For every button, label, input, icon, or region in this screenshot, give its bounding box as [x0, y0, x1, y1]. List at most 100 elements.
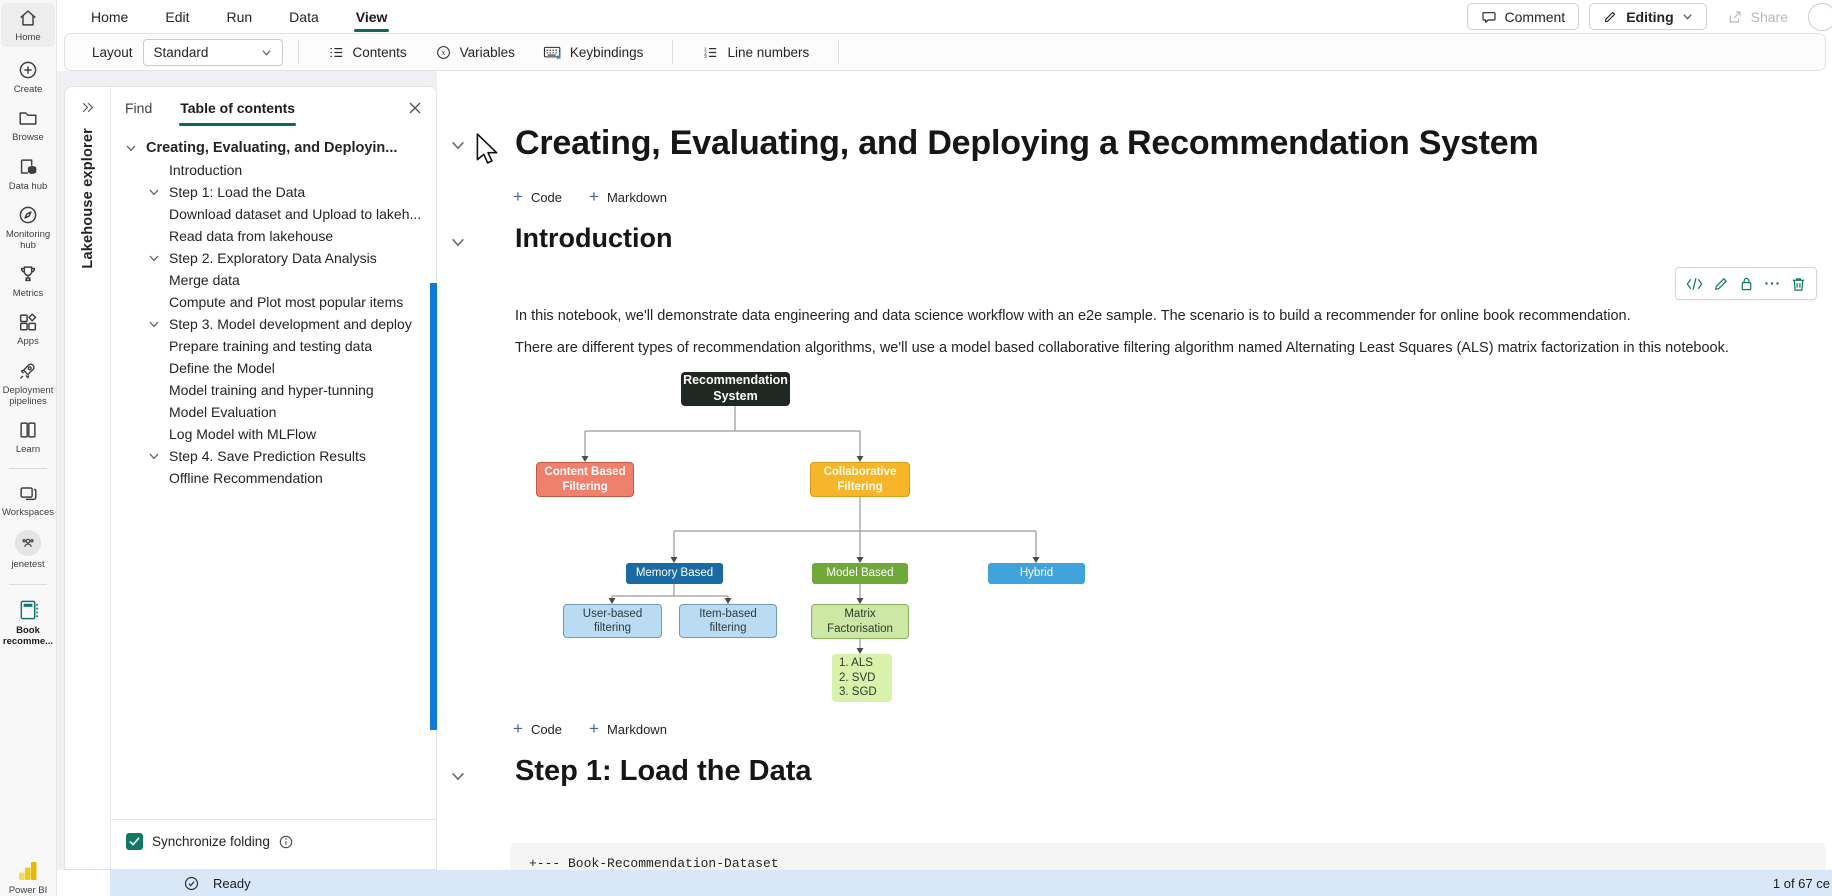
node-item-based-filtering: Item-based filtering	[679, 604, 777, 638]
home-icon	[17, 7, 39, 29]
double-chevron-right-icon[interactable]	[79, 99, 96, 116]
rail-item-learn[interactable]: Learn	[1, 419, 55, 455]
editing-mode-button[interactable]: Editing	[1589, 3, 1707, 30]
rail-item-deployment-pipelines[interactable]: Deployment pipelines	[1, 360, 55, 407]
node-model-based: Model Based	[812, 563, 908, 584]
menu-item-view[interactable]: View	[353, 0, 390, 33]
rail-item-label: Metrics	[12, 288, 44, 300]
toc-item[interactable]: Download dataset and Upload to lakeh...	[169, 206, 422, 222]
toc-footer: Synchronize folding	[111, 819, 436, 863]
chevron-down-icon[interactable]	[148, 450, 169, 462]
add-code-button[interactable]: +Code	[513, 719, 563, 738]
flowchart-connectors	[581, 406, 1040, 654]
rail-divider	[9, 468, 47, 470]
share-icon	[1727, 9, 1743, 25]
svg-text:1: 1	[705, 46, 708, 51]
plus-icon: +	[589, 719, 599, 738]
menu-item-run[interactable]: Run	[226, 8, 253, 25]
chevron-down-icon[interactable]	[125, 142, 146, 154]
toc-item[interactable]: Creating, Evaluating, and Deployin...	[111, 137, 436, 159]
node-matrix-factorisation: Matrix Factorisation	[811, 604, 909, 639]
pencil-icon[interactable]	[1714, 276, 1729, 291]
toc-item[interactable]: Step 1: Load the Data	[111, 181, 436, 203]
rail-footer-label: Power BI	[8, 884, 48, 896]
synchronize-folding-checkbox[interactable]	[126, 833, 143, 850]
rail-item-metrics[interactable]: Metrics	[1, 263, 55, 299]
info-icon[interactable]	[279, 835, 293, 849]
lock-icon[interactable]	[1739, 276, 1754, 292]
rail-item-create[interactable]: Create	[1, 59, 55, 95]
code-icon[interactable]	[1686, 277, 1703, 291]
collapse-section-chevron-icon[interactable]	[447, 768, 469, 784]
rail-item-jenetest[interactable]: jenetest	[1, 530, 55, 570]
rail-item-label: Browse	[12, 132, 44, 144]
svg-text:x: x	[441, 48, 446, 57]
toolbar-separator	[838, 40, 840, 64]
toc-item[interactable]: Prepare training and testing data	[169, 338, 373, 354]
trash-icon[interactable]	[1791, 276, 1806, 292]
status-ready-label: Ready	[213, 875, 251, 891]
toc-item[interactable]: Step 2. Exploratory Data Analysis	[111, 247, 436, 269]
rail-divider	[9, 583, 47, 585]
menu-items: Home Edit Run Data View	[57, 0, 390, 33]
toc-item[interactable]: Step 3. Model development and deploy	[111, 313, 436, 335]
comment-label: Comment	[1504, 8, 1566, 25]
menu-item-edit[interactable]: Edit	[165, 8, 190, 25]
chevron-down-icon[interactable]	[148, 318, 169, 330]
toc-item[interactable]: Model training and hyper-tunning	[169, 382, 374, 398]
menu-item-home[interactable]: Home	[91, 8, 129, 25]
toc-tabs: Find Table of contents	[111, 87, 436, 129]
rail-item-workspaces[interactable]: Workspaces	[1, 482, 55, 518]
contents-button[interactable]: Contents	[328, 44, 407, 61]
recommendation-flowchart: Recommendation System Content Based Filt…	[530, 367, 1100, 712]
toolbar-separator	[672, 40, 674, 64]
ellipsis-icon[interactable]	[1764, 281, 1780, 286]
rail-item-book-recommendation[interactable]: Book recomme...	[1, 598, 55, 647]
chevron-down-icon[interactable]	[148, 186, 169, 198]
editing-label: Editing	[1626, 8, 1674, 25]
panel-scrollbar-thumb[interactable]	[430, 283, 437, 730]
add-markdown-button[interactable]: +Markdown	[589, 187, 667, 206]
chevron-down-icon[interactable]	[148, 252, 169, 264]
rail-item-data-hub[interactable]: Data hub	[1, 156, 55, 192]
share-button[interactable]: Share	[1717, 3, 1798, 30]
account-avatar[interactable]	[1808, 2, 1832, 31]
collapse-title-chevron-icon[interactable]	[447, 137, 469, 153]
node-memory-based: Memory Based	[626, 563, 723, 584]
toc-item[interactable]: Introduction	[169, 162, 243, 178]
checkmark-circle-icon	[184, 876, 199, 891]
collapse-section-chevron-icon[interactable]	[447, 234, 469, 250]
rail-item-label: jenetest	[11, 559, 45, 571]
toc-item[interactable]: Model Evaluation	[169, 404, 277, 420]
keyboard-icon	[543, 44, 562, 61]
rail-item-home[interactable]: Home	[1, 3, 55, 48]
toc-item[interactable]: Offline Recommendation	[169, 470, 323, 486]
close-icon[interactable]	[408, 101, 422, 115]
toc-item[interactable]: Define the Model	[169, 360, 275, 376]
add-code-button[interactable]: +Code	[513, 187, 563, 206]
view-toolbar: Layout Standard Contents x Variables Key…	[64, 33, 1826, 71]
toc-item[interactable]: Log Model with MLFlow	[169, 426, 317, 442]
code-cell[interactable]: +--- Book-Recommendation-Dataset	[510, 843, 1826, 870]
tab-find[interactable]: Find	[125, 100, 153, 116]
rocket-icon	[17, 360, 39, 382]
add-markdown-button[interactable]: +Markdown	[589, 719, 667, 738]
toc-item[interactable]: Merge data	[169, 272, 240, 288]
rail-item-browse[interactable]: Browse	[1, 107, 55, 143]
rail-footer-power-bi[interactable]: Power BI	[8, 859, 48, 896]
layout-select[interactable]: Standard	[142, 38, 283, 66]
lakehouse-explorer-label: Lakehouse explorer	[79, 128, 96, 269]
rail-item-apps[interactable]: Apps	[1, 311, 55, 347]
toc-item[interactable]: Read data from lakehouse	[169, 228, 334, 244]
keybindings-button[interactable]: Keybindings	[543, 44, 643, 61]
rail-item-monitoring-hub[interactable]: Monitoring hub	[1, 204, 55, 251]
menu-item-data[interactable]: Data	[289, 8, 319, 25]
toc-item[interactable]: Compute and Plot most popular items	[169, 294, 404, 310]
tab-table-of-contents[interactable]: Table of contents	[179, 87, 296, 129]
variables-button[interactable]: x Variables	[435, 44, 515, 61]
lakehouse-explorer-collapsed[interactable]: Lakehouse explorer	[65, 87, 111, 869]
toc-item[interactable]: Step 4. Save Prediction Results	[111, 445, 436, 467]
comment-button[interactable]: Comment	[1466, 3, 1580, 30]
